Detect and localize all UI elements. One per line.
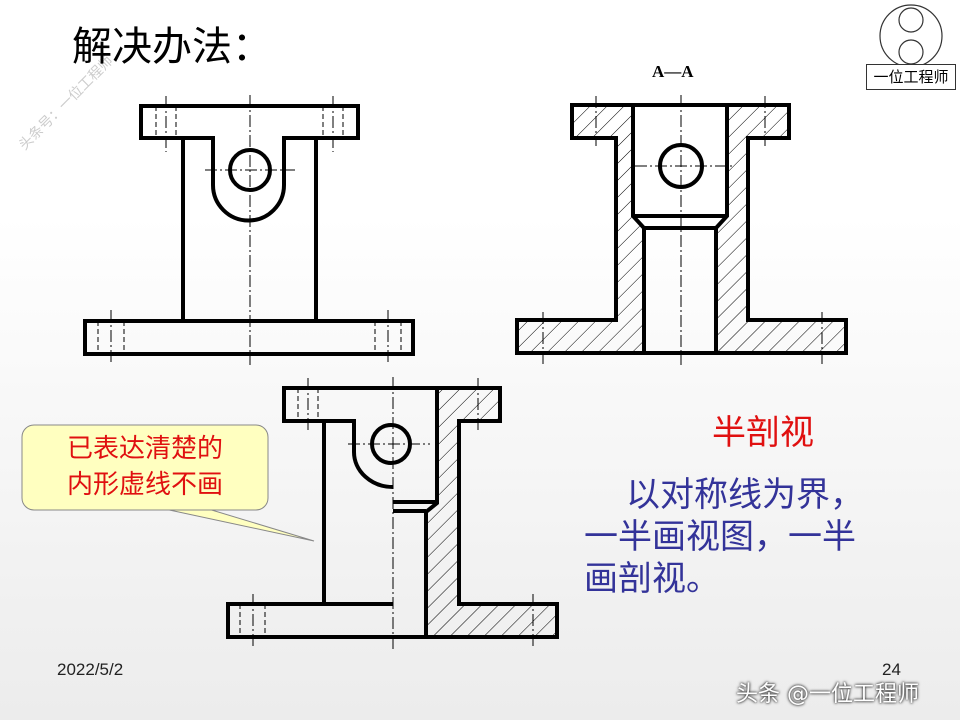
callout-text: 已表达清楚的 内形虚线不画 [22, 425, 268, 510]
slide-title: 解决办法： [72, 24, 272, 70]
callout-line-1: 已表达清楚的 [66, 434, 223, 464]
description-line-2: 一半画视图，一半 [584, 517, 856, 557]
bottom-watermark: 头条 @一位工程师 [736, 682, 919, 707]
description-line-3: 画剖视。 [584, 559, 720, 599]
section-view [515, 95, 848, 365]
slide-date: 2022/5/2 [57, 660, 124, 679]
description-line-1: 以对称线为界， [626, 475, 864, 515]
page-number: 24 [882, 660, 901, 679]
callout-bubble [21, 424, 315, 542]
logo-label: 一位工程师 [866, 64, 956, 90]
front-view [83, 95, 415, 365]
half-section-view [226, 377, 559, 652]
section-label: A—A [652, 62, 694, 81]
logo-icon [879, 4, 943, 68]
callout-line-2: 内形虚线不画 [66, 470, 223, 500]
heading-half-section: 半剖视 [712, 413, 814, 453]
